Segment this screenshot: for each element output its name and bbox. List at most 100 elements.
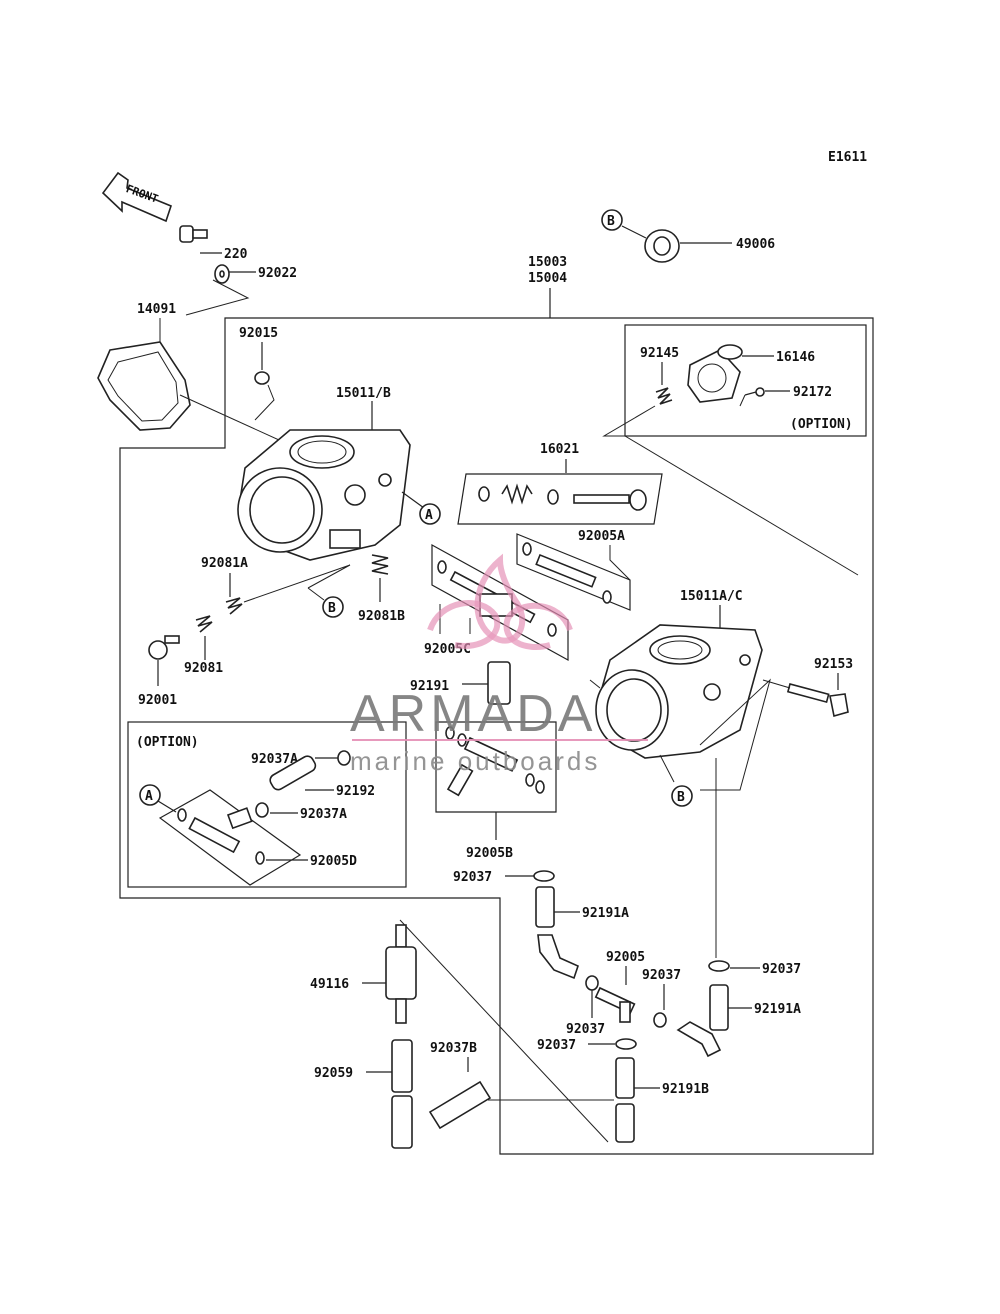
label-92005a: 92005A — [578, 529, 625, 544]
clip-92037a-bottom-icon — [255, 802, 269, 818]
label-92172: 92172 — [793, 385, 832, 400]
label-92037-b: 92037 — [566, 1022, 605, 1037]
armada-logo-icon — [427, 553, 573, 650]
label-15011ac: 15011A/C — [680, 589, 743, 604]
tee-92005d-icon — [188, 807, 253, 854]
clip-92037-right-icon — [708, 960, 730, 972]
label-15011b: 15011/B — [336, 386, 391, 401]
option-box-top — [624, 324, 867, 437]
tee-92005d-group — [158, 789, 302, 886]
label-92005b: 92005B — [466, 846, 513, 861]
pipe-92005c-group — [431, 543, 569, 662]
label-92081: 92081 — [184, 661, 223, 676]
spring-92081a-icon — [225, 597, 243, 615]
filter-49116-icon — [385, 924, 417, 1024]
tee-92005b-icon — [446, 736, 519, 797]
callout-b-right — [671, 785, 693, 807]
label-92191: 92191 — [410, 679, 449, 694]
label-92037b: 92037B — [430, 1041, 477, 1056]
label-49006: 49006 — [736, 237, 775, 252]
assembly-frame — [119, 317, 874, 1155]
clip-92037-b-icon — [585, 975, 599, 991]
hose-92191b-bottom-icon — [615, 1103, 635, 1143]
label-15003: 15003 — [528, 255, 567, 270]
clamp-92037b-icon — [428, 1080, 492, 1130]
hose-92191a-right-icon — [709, 984, 729, 1031]
label-92037-right: 92037 — [762, 962, 801, 977]
hose-elbow-icon — [537, 934, 579, 980]
callout-a-carb — [419, 503, 441, 525]
label-92037-a: 92037 — [453, 870, 492, 885]
clip-92037-a-icon — [533, 870, 555, 882]
watermark: ARMADA marine outboards — [350, 553, 648, 776]
label-15004: 15004 — [528, 271, 567, 286]
label-92192: 92192 — [336, 784, 375, 799]
label-92037-c: 92037 — [642, 968, 681, 983]
spring-92081b-icon — [371, 554, 389, 575]
clip-92037-c-icon — [653, 1012, 667, 1028]
hose-elbow-right-icon — [676, 1021, 722, 1058]
watermark-tagline: marine outboards — [350, 746, 600, 776]
option-label-top: (OPTION) — [790, 417, 853, 432]
front-arrow-icon: FRONT — [101, 171, 172, 223]
label-92191a-right: 92191A — [754, 1002, 801, 1017]
hose-92059-bottom-icon — [391, 1095, 413, 1149]
label-92015: 92015 — [239, 326, 278, 341]
pipe-92005a-group — [516, 533, 631, 611]
hose-92191-icon — [487, 661, 511, 705]
label-92037a-top: 92037A — [251, 752, 298, 767]
spring-92145-icon — [655, 387, 673, 405]
label-92059: 92059 — [314, 1066, 353, 1081]
label-220: 220 — [224, 247, 248, 262]
label-92191b: 92191B — [662, 1082, 709, 1097]
shaft-16021-group — [457, 473, 663, 525]
svg-text:A: A — [145, 789, 153, 804]
shaft-16021-icon — [573, 489, 647, 511]
clip-92037-d-icon — [615, 1038, 637, 1050]
washer-92022-icon — [214, 264, 230, 284]
pipe-92005b-group — [435, 721, 557, 813]
carburetor-15011ac-icon — [595, 624, 763, 759]
hose-92191b-top-icon — [615, 1057, 635, 1099]
bolt-92153-icon — [786, 683, 849, 718]
label-49116: 49116 — [310, 977, 349, 992]
svg-text:B: B — [677, 790, 685, 805]
label-92005d: 92005D — [310, 854, 357, 869]
label-92145: 92145 — [640, 346, 679, 361]
carburetor-15011b-icon — [237, 429, 411, 561]
label-92005-lower: 92005 — [606, 950, 645, 965]
callout-a-option — [139, 784, 161, 806]
label-14091: 14091 — [137, 302, 176, 317]
label-92037a-bottom: 92037A — [300, 807, 347, 822]
svg-text:B: B — [607, 214, 615, 229]
clip-92037a-top-icon — [337, 750, 351, 766]
option-label-left: (OPTION) — [136, 735, 199, 750]
cover-16146-icon — [687, 344, 743, 403]
screw-92001-icon — [148, 635, 180, 660]
hose-92191a-top-icon — [535, 886, 555, 928]
screw-92172-icon — [744, 387, 765, 397]
nut-92015-icon — [254, 371, 270, 385]
hose-92059-top-icon — [391, 1039, 413, 1093]
spring-92081-icon — [195, 615, 213, 633]
svg-text:B: B — [328, 601, 336, 616]
svg-text:A: A — [425, 508, 433, 523]
watermark-brand: ARMADA — [350, 685, 596, 743]
label-16021: 16021 — [540, 442, 579, 457]
label-92191a-top: 92191A — [582, 906, 629, 921]
hose-92192-icon — [269, 755, 317, 791]
label-92081b: 92081B — [358, 609, 405, 624]
gasket-14091-icon — [97, 341, 191, 431]
option-box-left — [127, 721, 407, 888]
label-92001: 92001 — [138, 693, 177, 708]
part-49006-icon — [644, 229, 680, 263]
tee-92005-icon — [594, 986, 636, 1023]
callout-b-top — [601, 209, 623, 231]
screw-220-icon — [179, 225, 208, 243]
label-92153: 92153 — [814, 657, 853, 672]
callout-b-left — [322, 596, 344, 618]
label-92081a: 92081A — [201, 556, 248, 571]
label-16146: 16146 — [776, 350, 815, 365]
